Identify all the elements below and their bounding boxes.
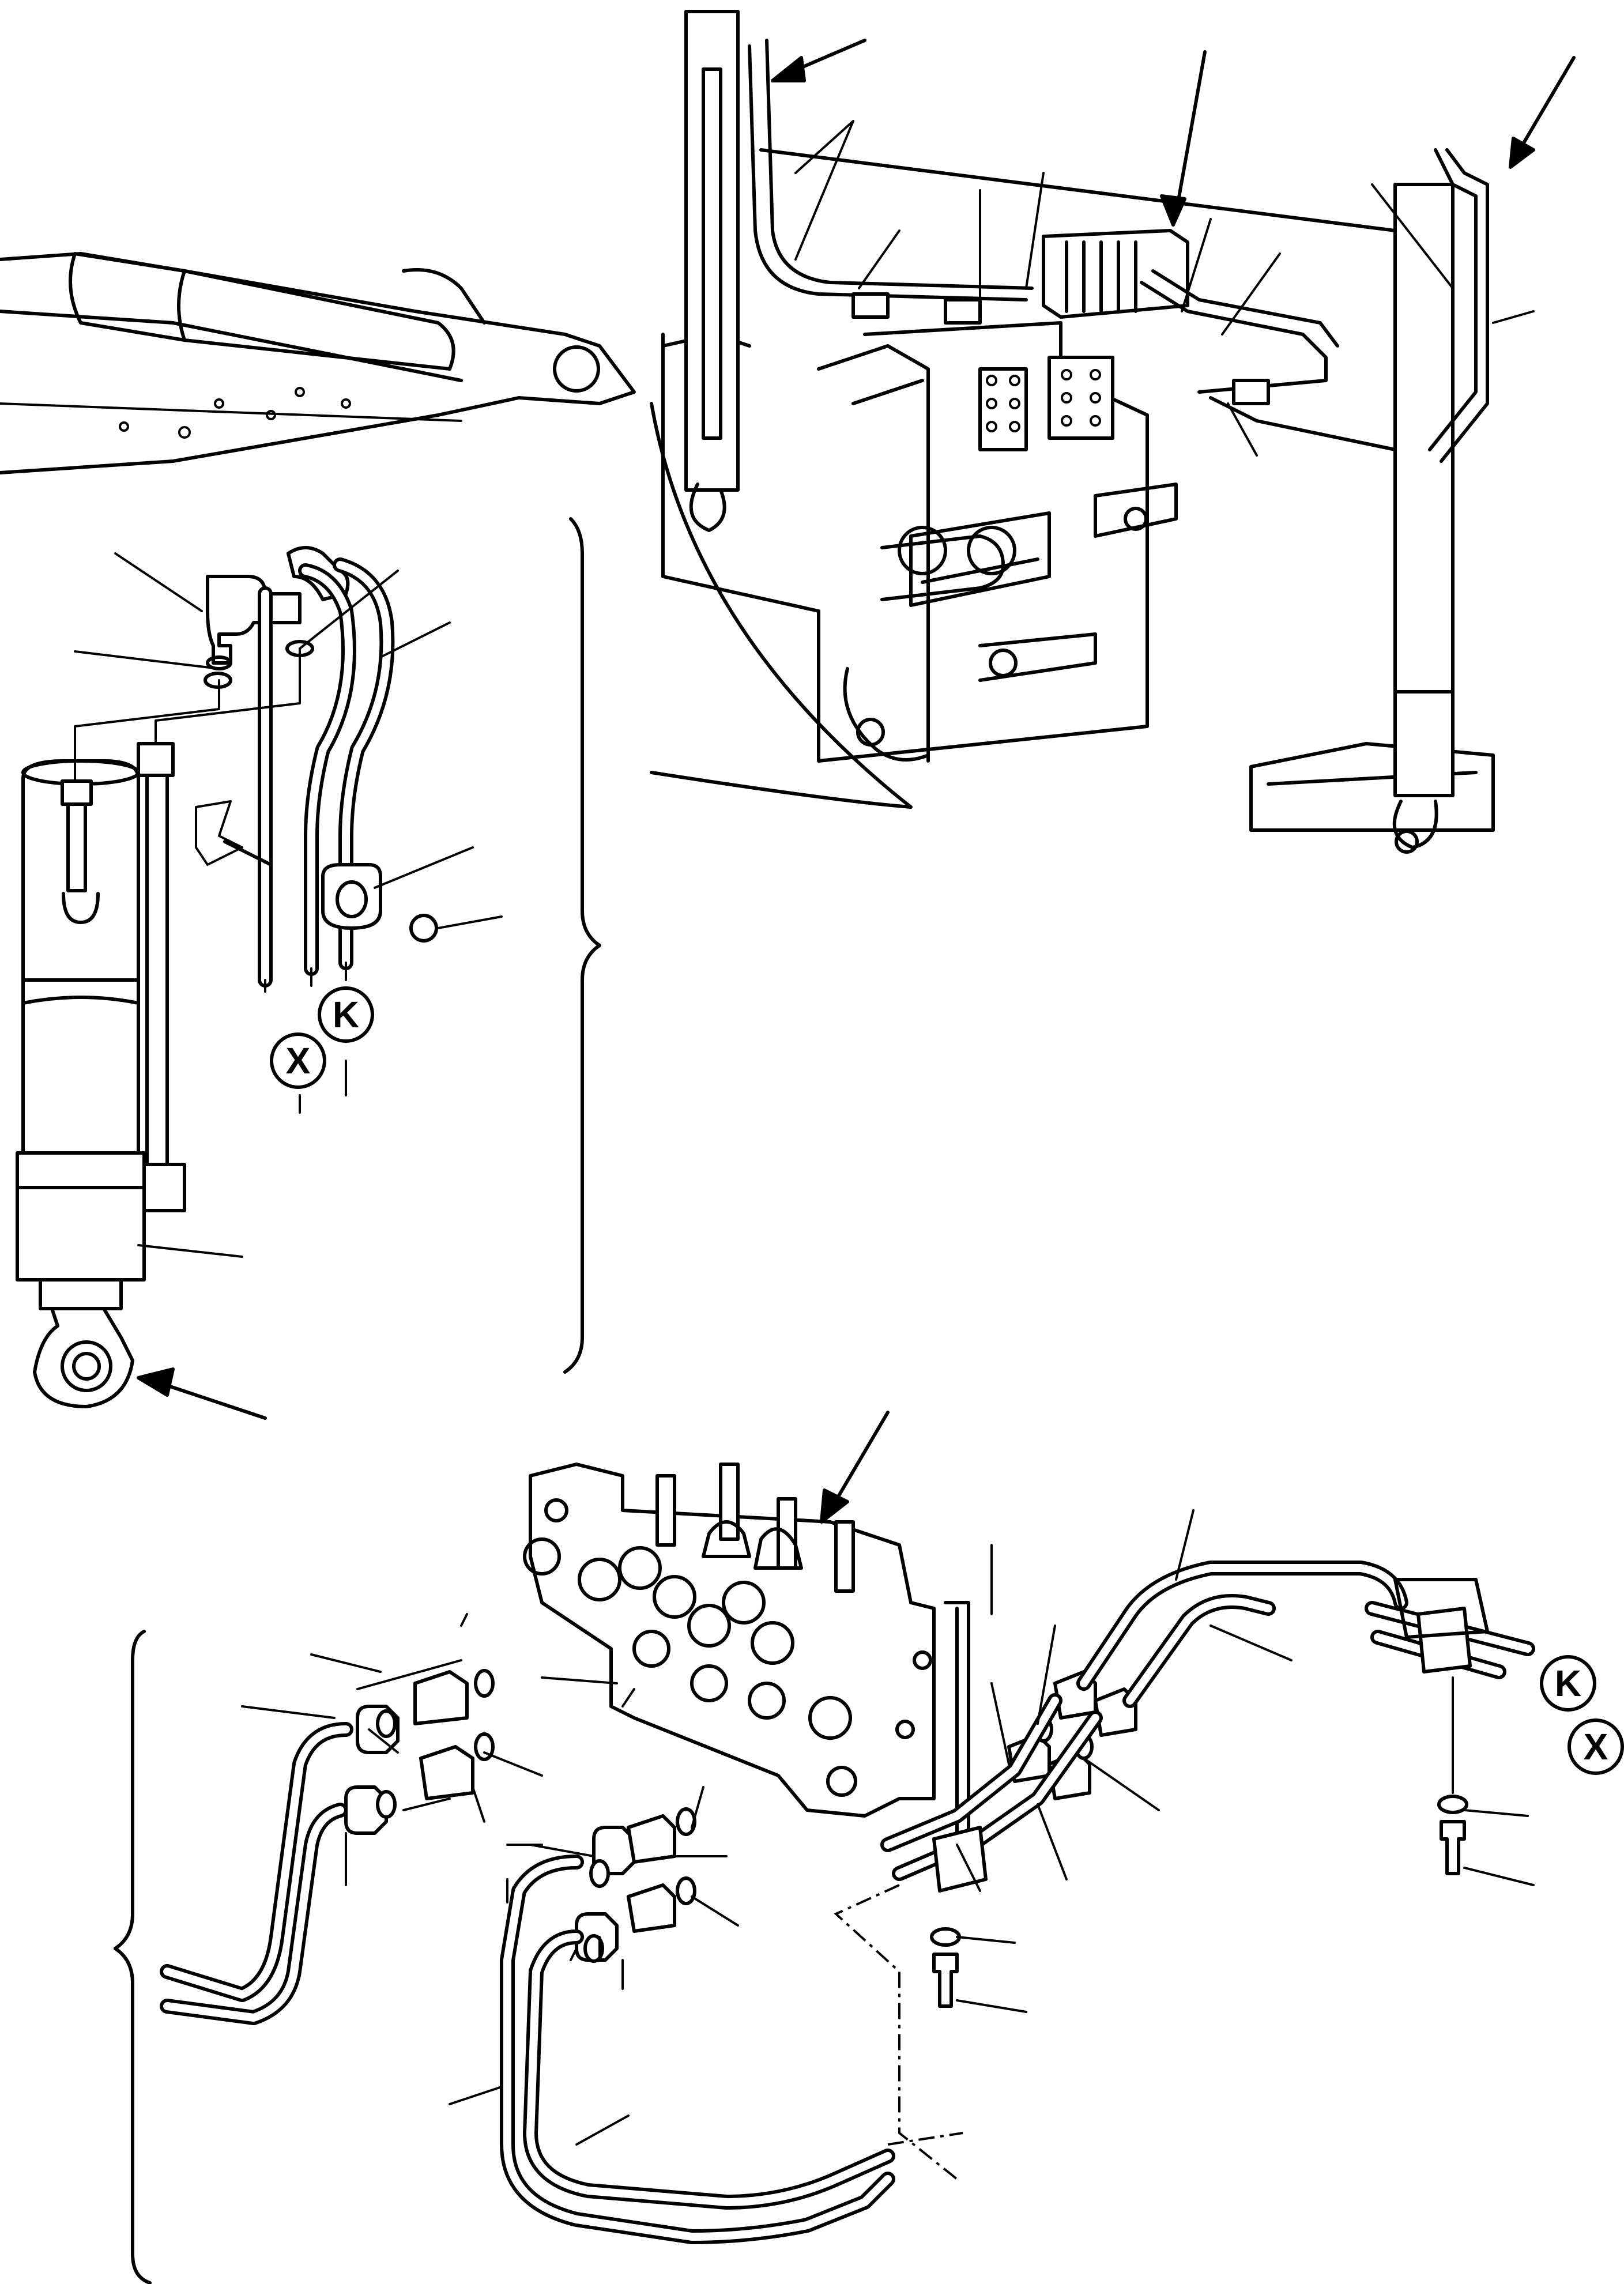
marker-x-upper: X	[270, 1032, 326, 1089]
control-valve-illustration	[114, 1411, 1535, 2284]
cylinder-detail-illustration	[16, 517, 601, 1420]
marker-k-lower: K	[1540, 1655, 1596, 1712]
marker-k-lower-label: K	[1555, 1663, 1581, 1704]
marker-x-upper-label: X	[286, 1040, 311, 1081]
marker-x-lower-label: X	[1584, 1726, 1608, 1767]
marker-x-lower: X	[1568, 1718, 1624, 1775]
marker-k-upper: K	[318, 986, 374, 1043]
boom-arm-illustration	[0, 252, 636, 474]
marker-k-upper-label: K	[333, 994, 359, 1035]
frame-assembly-illustration	[650, 10, 1576, 854]
